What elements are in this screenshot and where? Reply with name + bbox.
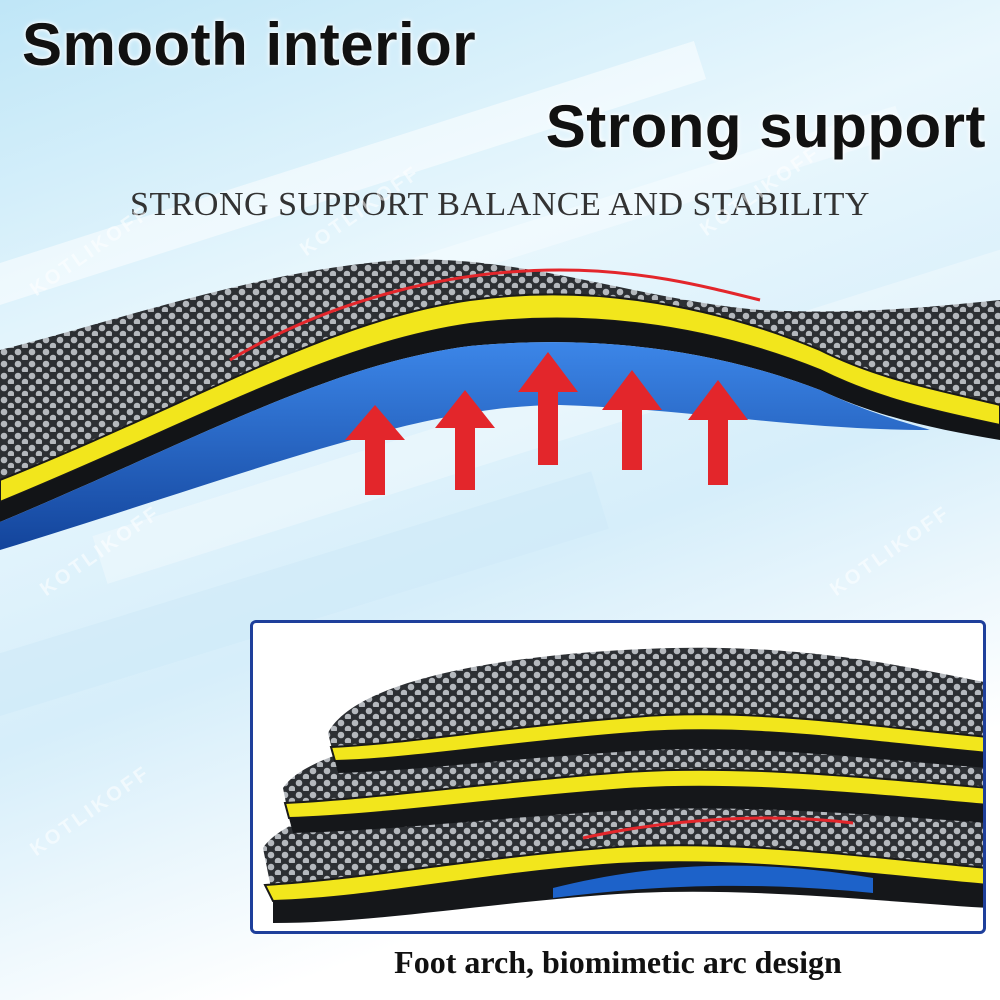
support-arrows: [345, 352, 748, 495]
support-arrow-icon: [518, 352, 578, 465]
insole-blue-base: [0, 342, 930, 550]
headline-strong-support: Strong support: [545, 93, 986, 160]
headline-smooth-interior: Smooth interior: [22, 11, 477, 78]
support-arrow-icon: [345, 405, 405, 495]
support-arrow-icon: [602, 370, 662, 470]
support-arrow-icon: [688, 380, 748, 485]
insole-mesh-surface: [0, 259, 1000, 480]
stacked-insoles-image: [263, 647, 983, 923]
caption: Foot arch, biomimetic arc design: [394, 944, 842, 980]
stacked-insoles-inset: [250, 620, 986, 934]
subheadline: STRONG SUPPORT BALANCE AND STABILITY: [130, 186, 870, 223]
support-arrow-icon: [435, 390, 495, 490]
insole-cross-section-image: [0, 259, 1000, 550]
